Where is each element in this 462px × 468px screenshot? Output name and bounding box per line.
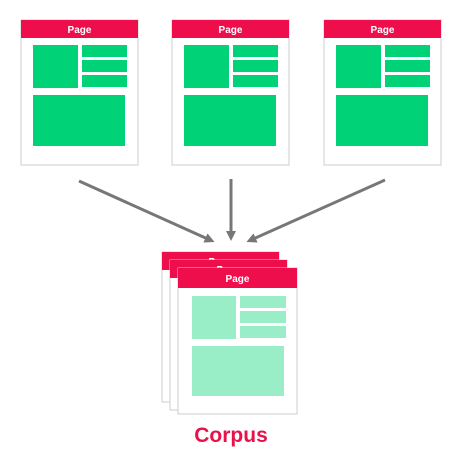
page-3-image-block [336,45,381,88]
page-1-title: Page [68,25,92,36]
page-3-text-line [385,45,430,57]
page-3-body-block [336,95,428,146]
page-2-title: Page [219,25,243,36]
page-1-header [21,20,138,38]
page-1-text-line [82,45,127,57]
corpus-page-front-text-line [240,296,286,308]
page-3-header [324,20,441,38]
page-2-body-block [184,95,276,146]
page-2: Page [171,19,290,166]
page-1: Page [20,19,139,166]
corpus-page-front-title: Page [226,274,250,285]
page-3-text-line [385,75,430,87]
corpus-page-front-text-line [240,326,286,338]
corpus-page-front-image-block [192,296,236,339]
page-1-body-block [33,95,125,146]
corpus-label: Corpus [194,424,268,447]
page-3: Page [323,19,442,166]
page-2-text-line [233,75,278,87]
corpus-page-front: Page [177,267,298,415]
page-2-header [172,20,289,38]
page-1-text-line [82,75,127,87]
page-1-text-line [82,60,127,72]
arrow-left [78,179,215,243]
page-2-text-line [233,60,278,72]
page-3-text-line [385,60,430,72]
page-2-text-line [233,45,278,57]
page-2-image-block [184,45,229,88]
arrow-right [246,178,386,243]
corpus-page-front-text-line [240,311,286,323]
corpus-page-front-body-block [192,346,284,396]
page-3-title: Page [371,25,395,36]
corpus-page-front-header [178,268,297,288]
page-1-image-block [33,45,78,88]
